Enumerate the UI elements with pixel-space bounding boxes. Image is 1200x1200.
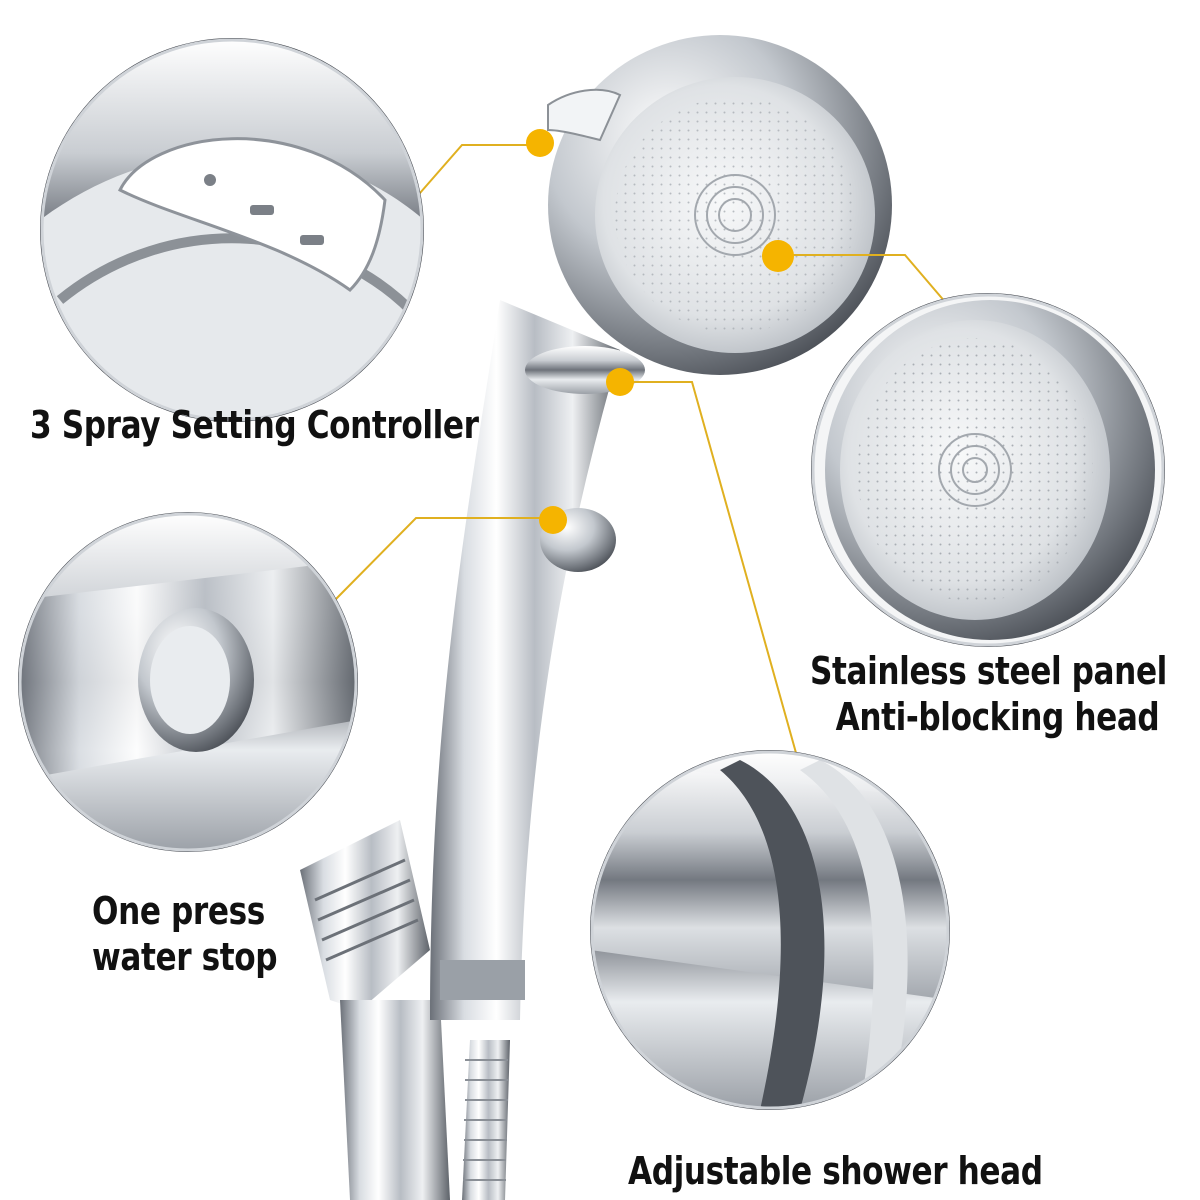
detail-spray-controller [40, 38, 424, 422]
callout-dot-collar [606, 368, 634, 396]
label-stop-line1: One press [92, 889, 265, 933]
label-panel-line1: Stainless steel panel [810, 649, 1167, 693]
callout-dots [526, 129, 794, 534]
label-spray-setting-controller: 3 Spray Setting Controller [30, 402, 479, 448]
label-spray-text: 3 Spray Setting Controller [30, 403, 479, 447]
nozzle-face-icon [840, 320, 1110, 620]
stop-button-icon [138, 608, 254, 752]
spray-mode-buttons-icon [204, 174, 324, 245]
label-stop-line2: water stop [92, 935, 278, 979]
label-stainless-panel: Stainless steel panel Anti-blocking head [810, 648, 1167, 740]
callout-dot-panel [762, 240, 794, 272]
callout-dot-stop [539, 506, 567, 534]
callout-dot-spray [526, 129, 554, 157]
detail-panel [811, 293, 1165, 647]
label-adjust-text: Adjustable shower head [628, 1149, 1043, 1193]
label-adjustable-shower-head: Adjustable shower head [628, 1148, 1043, 1194]
detail-water-stop [18, 512, 358, 852]
label-water-stop: One press water stop [92, 888, 278, 980]
label-panel-line2: Anti-blocking head [835, 695, 1160, 739]
detail-adjustable [590, 750, 950, 1110]
